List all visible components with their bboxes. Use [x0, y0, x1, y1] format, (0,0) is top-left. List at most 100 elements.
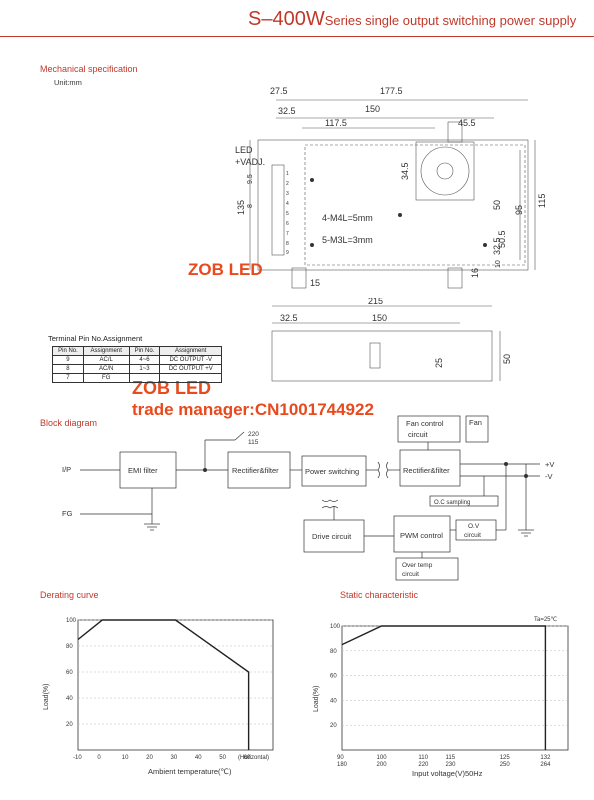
static-series-line	[341, 625, 547, 750]
emi-label: EMI filter	[128, 466, 158, 475]
led-label: LED	[235, 145, 253, 155]
dim-left-0: 9.5	[247, 174, 254, 184]
dim-right-2: 50.5	[497, 230, 507, 248]
vadj-label: +VADJ.	[235, 157, 265, 167]
terminal-num-4: 4	[286, 201, 289, 207]
y-tick-label: 20	[330, 723, 337, 729]
dim-right-0: 95	[514, 205, 524, 215]
y-tick-label: 80	[330, 649, 337, 655]
dim-bottom-1: 16	[470, 268, 480, 278]
side-dim-1: 32.5	[280, 313, 298, 323]
junction-1	[203, 468, 207, 472]
x2-tick-label: 230	[445, 762, 456, 768]
side-dim-4: 50	[502, 354, 512, 364]
terminal-num-1: 1	[286, 171, 289, 177]
y-tick-label: 100	[330, 624, 341, 630]
rect2-box	[399, 449, 461, 487]
y-tick-label: 60	[66, 670, 73, 676]
fanctl-label-1: Fan control	[406, 419, 444, 428]
derating-title: Derating curve	[40, 590, 99, 600]
x-tick-label: 50	[219, 755, 226, 761]
rect1-label: Rectifier&filter	[232, 466, 279, 475]
dim-top-5: 45.5	[458, 118, 476, 128]
x2-tick-label: 220	[418, 762, 429, 768]
fan-circle	[420, 146, 470, 196]
table-row: 9 AC/L 4~6 DC OUTPUT -V	[52, 355, 222, 365]
fan-hub	[436, 162, 454, 180]
dim-right-3: 50	[492, 200, 502, 210]
derating-ylabel: Load(%)	[43, 684, 50, 710]
dim-left-3: 34.5	[400, 162, 410, 180]
table-row: 8 AC/N 1~3 DC OUTPUT +V	[52, 364, 222, 374]
table-cell: DC OUTPUT -V	[159, 355, 222, 365]
table-cell: AC/L	[82, 355, 130, 365]
x2-tick-label: 200	[377, 762, 388, 768]
nv-label: -V	[545, 472, 553, 481]
inner-outline	[304, 144, 526, 266]
mount-tab-top	[447, 121, 463, 143]
ov-label-1: O.V	[468, 523, 480, 530]
terminal-header: Assignment	[159, 346, 222, 356]
terminal-num-5: 5	[286, 211, 289, 217]
power-label: Power switching	[305, 467, 359, 476]
dim-right-1: 115	[537, 194, 547, 208]
static-title: Static characteristic	[340, 590, 419, 600]
x-tick-label: 90	[337, 755, 344, 761]
x-tick-label: 20	[146, 755, 153, 761]
mechanical-title: Mechanical specification	[40, 64, 138, 74]
watermark-brand-1: ZOB LED	[188, 260, 263, 279]
fanctl-box	[397, 415, 461, 443]
title-divider	[0, 36, 594, 37]
table-cell	[159, 373, 222, 383]
rect2-label: Rectifier&filter	[403, 466, 450, 475]
side-slot	[369, 342, 381, 369]
x-tick-label: 0	[97, 755, 101, 761]
side-view-drawing: 215 32.5 150 25 50	[271, 298, 512, 382]
ot-label-2: circuit	[402, 571, 419, 578]
dim-top-1: 177.5	[380, 86, 403, 96]
dim-left-2: 135	[236, 200, 246, 215]
junction-2	[504, 462, 508, 466]
mount-tab-bottom-left	[291, 267, 307, 289]
top-view-drawing: 27.5 177.5 32.5 150 117.5 45.5 95 115 50…	[235, 86, 547, 289]
terminal-num-6: 6	[286, 221, 289, 227]
terminal-header: Assignment	[82, 346, 130, 356]
derating-horizontal: (Horizontal)	[238, 755, 269, 761]
x2-tick-label: 264	[540, 762, 551, 768]
x-tick-label: 30	[171, 755, 178, 761]
x-tick-label: 115	[445, 755, 455, 761]
table-row: 7 FG	[52, 373, 222, 383]
unit-label: Unit:mm	[54, 78, 82, 87]
terminal-num-7: 7	[286, 231, 289, 237]
static-xlabel: Input voltage(V)50Hz	[412, 769, 483, 778]
terminal-header: Pin No.	[52, 346, 84, 356]
dim-bottom-0: 15	[310, 278, 320, 288]
mount-tab-bottom	[447, 267, 463, 289]
ov-label-2: circuit	[464, 532, 481, 539]
side-dim-3: 25	[434, 358, 444, 368]
terminal-title: Terminal Pin No.Assignment	[48, 334, 143, 343]
ip-label: I/P	[62, 465, 71, 474]
derating-plot-area	[77, 619, 274, 751]
dim-right-5: 10	[495, 260, 502, 268]
side-dim-0: 215	[368, 298, 383, 306]
page-title: S–400WSeries single output switching pow…	[248, 8, 576, 31]
x-tick-label: -10	[73, 755, 82, 761]
table-cell: 1~3	[128, 364, 161, 374]
ot-label-1: Over temp	[402, 562, 433, 569]
side-outline	[271, 330, 493, 382]
terminal-num-9: 9	[286, 250, 289, 256]
table-cell	[128, 373, 161, 383]
terminal-header-row: Pin No. Assignment Pin No. Assignment	[52, 346, 222, 356]
drive-label: Drive circuit	[312, 532, 352, 541]
series-name: Series single output switching power sup…	[324, 13, 577, 28]
pv-label: +V	[545, 460, 554, 469]
block-title: Block diagram	[40, 418, 98, 428]
y-tick-label: 40	[330, 698, 337, 704]
y-tick-label: 40	[66, 696, 73, 702]
junction-3	[524, 474, 528, 478]
y-tick-label: 80	[66, 644, 73, 650]
mount-hole-4	[483, 243, 487, 247]
terminal-table: Pin No. Assignment Pin No. Assignment 9 …	[52, 346, 222, 383]
dim-left-1: 8	[247, 204, 254, 208]
